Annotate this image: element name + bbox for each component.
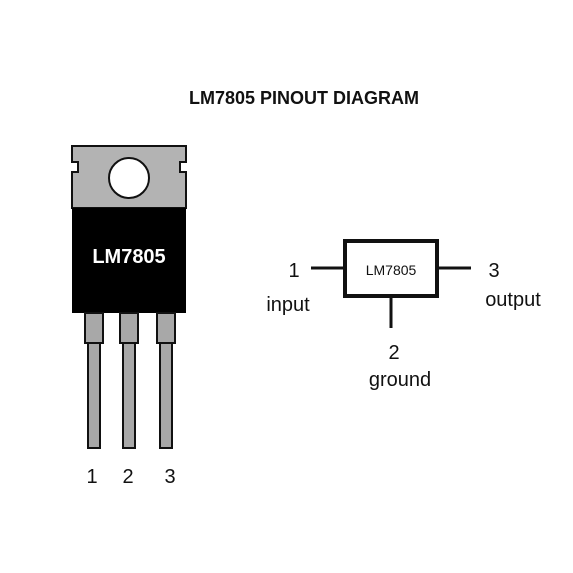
schematic-pin-2-name: ground bbox=[369, 369, 431, 391]
package-body bbox=[72, 208, 186, 313]
diagram-title: LM7805 PINOUT DIAGRAM bbox=[189, 88, 419, 108]
package-pin-1-number: 1 bbox=[86, 466, 97, 488]
schematic-pin-2-number: 2 bbox=[388, 342, 399, 364]
regulator-box-label: LM7805 bbox=[366, 262, 417, 278]
schematic-pin-3-name: output bbox=[485, 289, 541, 311]
lead-2 bbox=[119, 312, 139, 449]
schematic-symbol: LM7805 1 input 3 output 2 ground bbox=[266, 239, 541, 391]
to220-package: LM7805 1 2 3 bbox=[71, 145, 187, 488]
schematic-pin-1-name: input bbox=[266, 294, 310, 316]
schematic-pin-1-number: 1 bbox=[288, 260, 299, 282]
lead-3 bbox=[156, 312, 176, 449]
mounting-hole bbox=[108, 157, 150, 199]
lead-1 bbox=[84, 312, 104, 449]
package-pin-3-number: 3 bbox=[164, 466, 175, 488]
package-pin-2-number: 2 bbox=[122, 466, 133, 488]
chip-label: LM7805 bbox=[92, 246, 165, 268]
schematic-pin-3-number: 3 bbox=[488, 260, 499, 282]
